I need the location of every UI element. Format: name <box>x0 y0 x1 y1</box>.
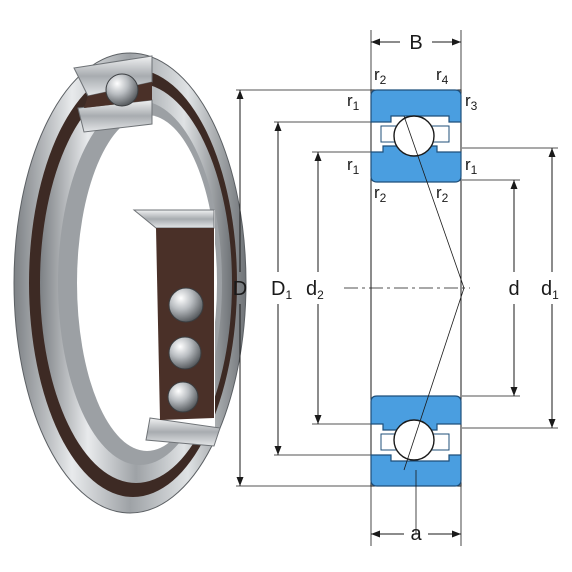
dimension-lines <box>236 38 556 538</box>
inner-ring-top <box>370 145 462 183</box>
label-d1: d1 <box>541 278 559 302</box>
inner-ring-bottom <box>370 395 462 431</box>
label-r2-left: r2 <box>374 183 387 205</box>
label-r4: r4 <box>436 65 449 87</box>
outer-ring-top <box>370 89 462 123</box>
ball-top <box>393 115 435 157</box>
contact-angle-lines <box>403 115 465 534</box>
extension-lines <box>236 30 558 546</box>
cut-face-top <box>132 209 215 229</box>
label-D: D <box>233 278 247 300</box>
label-r3: r3 <box>465 91 478 113</box>
label-B: B <box>409 32 422 54</box>
ball <box>168 287 204 323</box>
bearing-photo <box>13 52 247 514</box>
label-D1: D1 <box>271 278 292 302</box>
ball <box>167 381 199 413</box>
cut-face-bottom <box>145 417 221 447</box>
label-a: a <box>410 523 422 545</box>
cage-section <box>156 228 214 420</box>
ball <box>105 73 139 107</box>
ball <box>168 336 202 370</box>
label-d2: d2 <box>306 278 324 302</box>
label-d: d <box>508 278 519 300</box>
upper-section <box>370 89 462 183</box>
label-r1-top: r1 <box>347 91 360 113</box>
label-r1-left: r1 <box>347 155 360 177</box>
label-r2-right: r2 <box>436 183 449 205</box>
label-r1-right: r1 <box>465 155 478 177</box>
label-r2-top: r2 <box>374 65 387 87</box>
cross-section-drawing: B a D D1 d2 d d1 r2 r4 r1 r3 r1 r1 <box>233 30 559 546</box>
